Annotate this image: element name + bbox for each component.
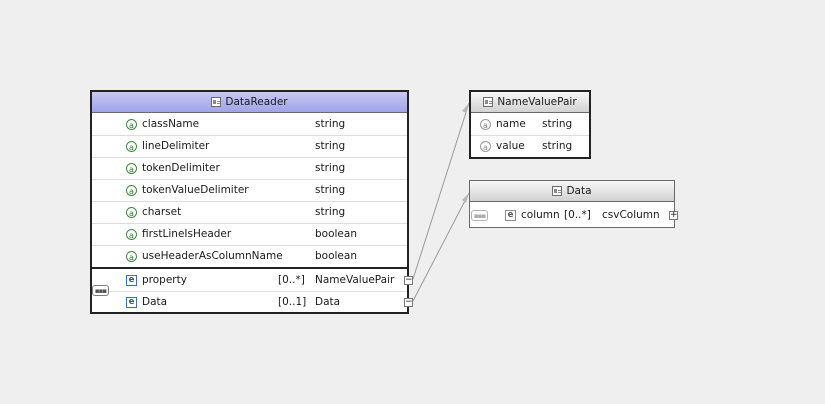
connector-arrow-data xyxy=(462,193,469,203)
attribute-row[interactable]: a firstLineIsHeader boolean xyxy=(92,223,407,246)
complex-type-icon xyxy=(211,97,222,107)
element-cardinality: [0..1] xyxy=(278,296,307,308)
element-row[interactable]: e Data [0..1] Data − xyxy=(92,291,413,313)
element-type: Data xyxy=(315,296,341,308)
attribute-icon: a xyxy=(126,250,137,262)
data-box[interactable]: Data ▪▪▪ e column [0..*] csvColumn + xyxy=(469,180,678,228)
attribute-type: string xyxy=(315,184,346,196)
attribute-row[interactable]: a className string xyxy=(92,113,407,136)
attribute-row[interactable]: a charset string xyxy=(92,201,407,224)
sequence-compositor-icon[interactable]: ▪▪▪ xyxy=(92,285,109,296)
element-name: property xyxy=(142,274,187,286)
sequence-compositor-icon[interactable]: ▪▪▪ xyxy=(471,210,488,221)
element-name: column xyxy=(521,209,560,221)
attribute-type: string xyxy=(315,140,346,152)
complex-type-icon xyxy=(483,97,494,107)
datareader-title: DataReader xyxy=(225,96,288,108)
element-row[interactable]: ▪▪▪ e column [0..*] csvColumn + xyxy=(470,204,678,226)
attribute-row[interactable]: a tokenValueDelimiter string xyxy=(92,179,407,202)
collapse-toggle[interactable]: − xyxy=(404,274,413,285)
attribute-name: useHeaderAsColumnName xyxy=(142,250,283,262)
collapse-toggle[interactable]: − xyxy=(404,296,413,307)
namevaluepair-header[interactable]: NameValuePair xyxy=(471,92,589,113)
attribute-type: string xyxy=(542,140,573,152)
namevaluepair-title: NameValuePair xyxy=(497,96,577,108)
data-title: Data xyxy=(566,185,592,197)
connector-data-to-data xyxy=(412,192,470,302)
attribute-type: boolean xyxy=(315,228,357,240)
element-row[interactable]: e property [0..*] NameValuePair − xyxy=(92,269,413,292)
attribute-type: string xyxy=(542,118,573,130)
element-icon: e xyxy=(505,209,516,221)
attribute-name: tokenDelimiter xyxy=(142,162,220,174)
attribute-icon: a xyxy=(480,140,491,152)
element-icon: e xyxy=(126,296,137,308)
attribute-name: value xyxy=(496,140,525,152)
connector-property-to-namevaluepair xyxy=(412,102,470,280)
element-type: NameValuePair xyxy=(315,274,395,286)
attribute-name: firstLineIsHeader xyxy=(142,228,232,240)
attribute-type: string xyxy=(315,118,346,130)
attribute-icon: a xyxy=(480,118,491,130)
attribute-icon: a xyxy=(126,184,137,196)
attribute-row[interactable]: a lineDelimiter string xyxy=(92,135,407,158)
attribute-name: lineDelimiter xyxy=(142,140,210,152)
attribute-name: name xyxy=(496,118,526,130)
attribute-type: string xyxy=(315,206,346,218)
attribute-row[interactable]: a name string xyxy=(471,113,589,136)
datareader-header[interactable]: DataReader xyxy=(92,92,407,113)
attribute-icon: a xyxy=(126,228,137,240)
element-cardinality: [0..*] xyxy=(278,274,305,286)
attribute-name: className xyxy=(142,118,200,130)
attribute-row[interactable]: a value string xyxy=(471,135,589,157)
attribute-icon: a xyxy=(126,140,137,152)
element-icon: e xyxy=(126,274,137,286)
element-type: csvColumn xyxy=(602,209,660,221)
complex-type-icon xyxy=(552,186,563,196)
namevaluepair-box[interactable]: NameValuePair a name string a value stri… xyxy=(469,90,591,159)
element-cardinality: [0..*] xyxy=(564,209,591,221)
datareader-box[interactable]: DataReader a className string a lineDeli… xyxy=(90,90,413,314)
element-name: Data xyxy=(142,296,168,308)
connector-arrow-namevaluepair xyxy=(462,103,469,113)
attribute-name: tokenValueDelimiter xyxy=(142,184,249,196)
attribute-name: charset xyxy=(142,206,182,218)
attribute-icon: a xyxy=(126,118,137,130)
data-header[interactable]: Data xyxy=(470,181,674,202)
attribute-row[interactable]: a useHeaderAsColumnName boolean xyxy=(92,245,407,269)
attribute-type: boolean xyxy=(315,250,357,262)
attribute-row[interactable]: a tokenDelimiter string xyxy=(92,157,407,180)
expand-toggle[interactable]: + xyxy=(669,209,678,220)
attribute-type: string xyxy=(315,162,346,174)
attribute-icon: a xyxy=(126,206,137,218)
attribute-icon: a xyxy=(126,162,137,174)
